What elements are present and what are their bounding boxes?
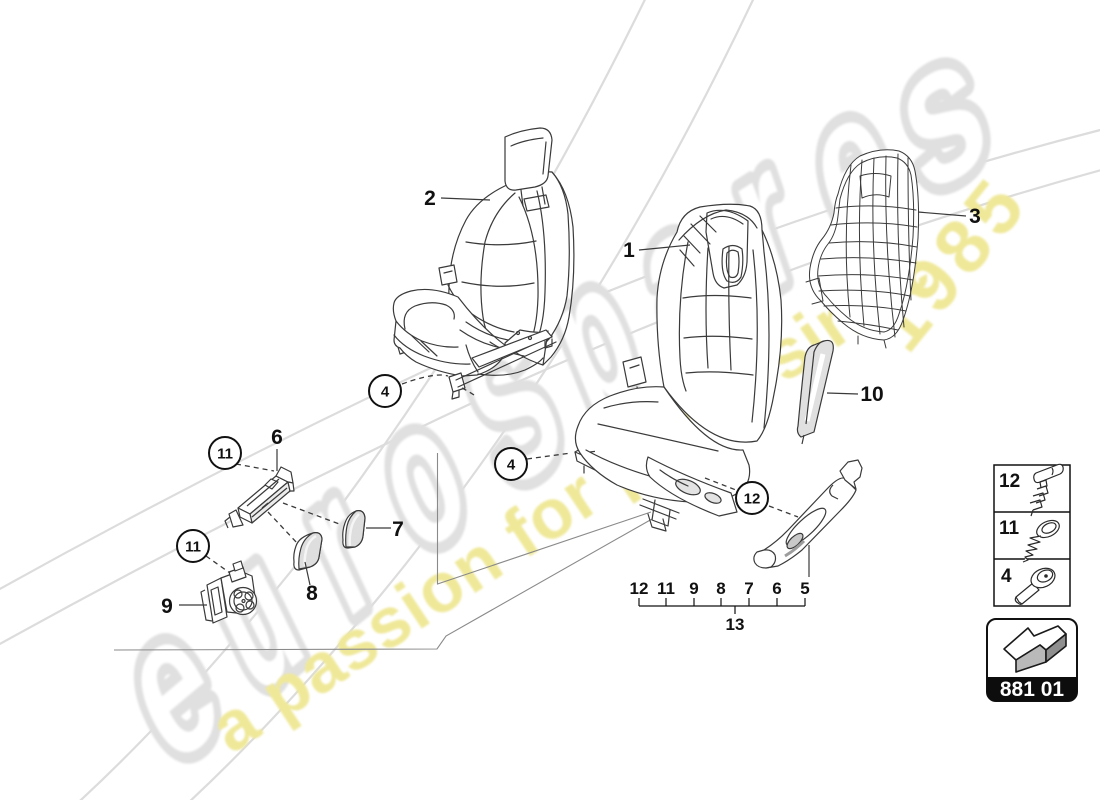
svg-text:8: 8 [306, 582, 318, 605]
svg-text:12: 12 [744, 491, 761, 508]
svg-text:6: 6 [271, 426, 283, 449]
svg-text:7: 7 [392, 518, 404, 541]
svg-text:881 01: 881 01 [1000, 678, 1065, 701]
svg-text:5: 5 [800, 579, 809, 598]
svg-text:9: 9 [689, 579, 698, 598]
svg-text:8: 8 [716, 579, 725, 598]
svg-text:2: 2 [424, 187, 436, 210]
svg-text:11: 11 [217, 446, 233, 463]
svg-text:11: 11 [999, 518, 1020, 539]
svg-text:9: 9 [161, 595, 173, 618]
svg-text:4: 4 [1001, 566, 1012, 587]
svg-text:12: 12 [999, 471, 1020, 492]
svg-text:1: 1 [623, 239, 635, 262]
svg-text:13: 13 [726, 615, 745, 634]
svg-text:12: 12 [630, 579, 649, 598]
svg-text:7: 7 [744, 579, 753, 598]
svg-text:3: 3 [969, 205, 981, 228]
svg-text:10: 10 [860, 383, 883, 406]
svg-text:11: 11 [657, 579, 675, 598]
svg-text:11: 11 [185, 539, 201, 556]
svg-text:4: 4 [381, 384, 390, 401]
svg-text:6: 6 [772, 579, 781, 598]
svg-text:4: 4 [507, 457, 516, 474]
